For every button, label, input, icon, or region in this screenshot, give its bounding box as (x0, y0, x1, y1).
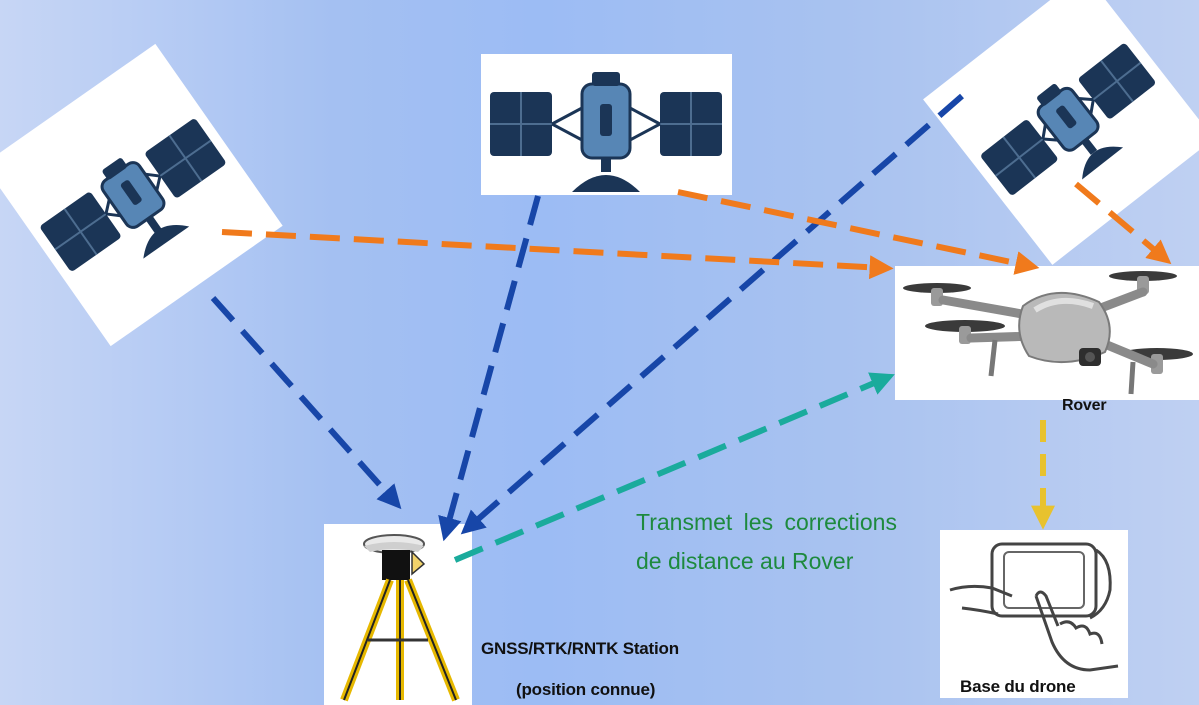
drone-rover (895, 266, 1199, 400)
signal-sat-mid-to-rover (677, 189, 1040, 275)
satellite-left (0, 43, 283, 347)
station-sublabel: (position connue) (516, 680, 656, 699)
signal-sat-left-to-station (210, 296, 402, 510)
drone-icon (903, 271, 1193, 395)
gnss-tripod-icon (340, 534, 460, 702)
satellite-middle (481, 54, 732, 195)
gnss-station (324, 524, 472, 705)
drone-base-controller (940, 530, 1128, 698)
signal-sat-mid-to-station (438, 195, 541, 542)
satellite-right (923, 0, 1199, 265)
station-label: GNSS/RTK/RNTK Station (481, 639, 679, 658)
satellite-icon (40, 119, 226, 271)
satellite-icon (981, 43, 1155, 195)
transmit-caption-line2: de distance au Rover (636, 548, 854, 574)
tablet-hand-icon (949, 542, 1119, 672)
signal-sat-left-to-rover (221, 229, 894, 280)
base-label: Base du drone (960, 677, 1076, 696)
transmit-caption-line1: Transmet les corrections (636, 509, 897, 535)
satellite-icon (490, 72, 722, 192)
rover-label: Rover (1062, 397, 1107, 414)
